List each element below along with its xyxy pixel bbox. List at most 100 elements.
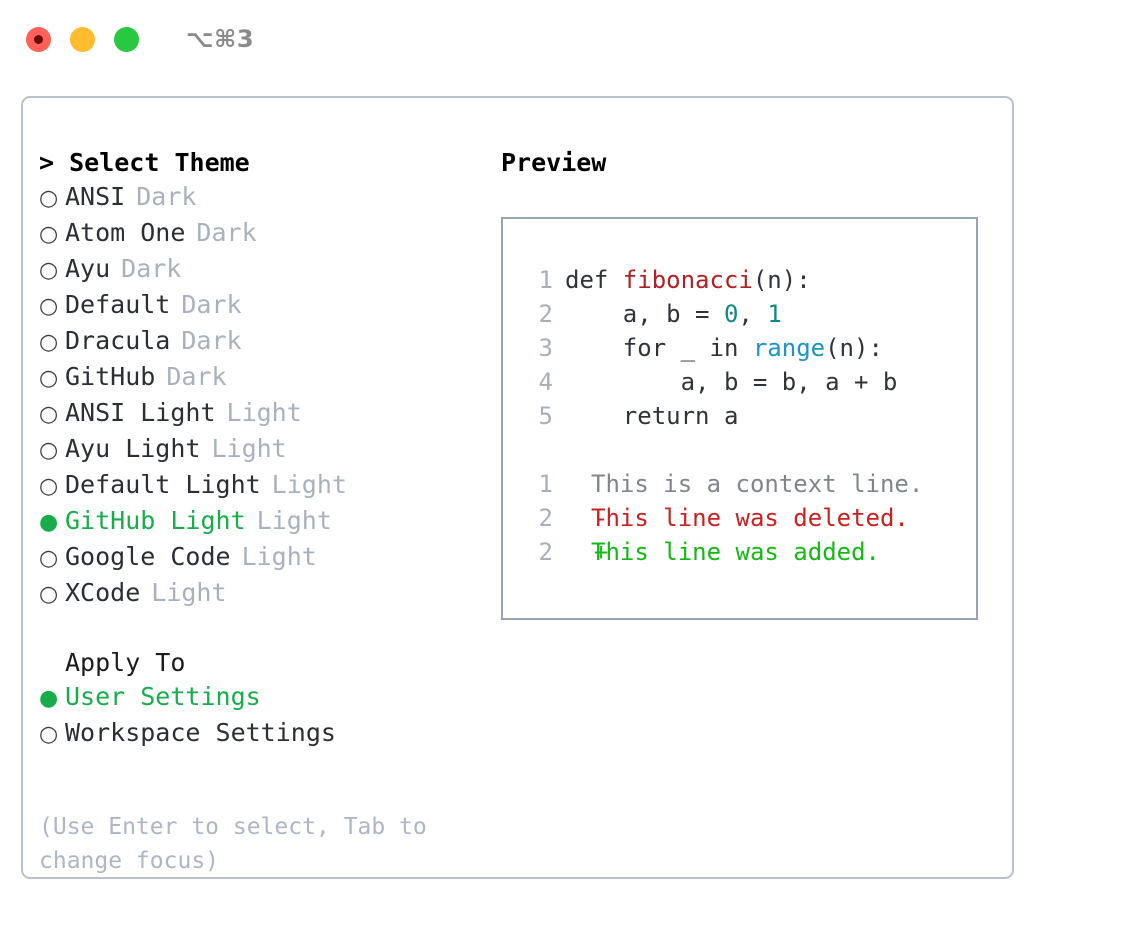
theme-option-label: Default <box>65 290 171 319</box>
apply-to-list[interactable]: ●User Settings○Workspace Settings <box>39 680 479 752</box>
code-token: fibonacci <box>622 266 753 294</box>
theme-option-variant: Light <box>241 542 317 571</box>
theme-option-label: GitHub <box>65 362 156 391</box>
line-number: 5 <box>538 402 553 430</box>
theme-option[interactable]: ○ANSI Dark <box>39 180 479 216</box>
radio-unselected-icon: ○ <box>39 402 59 427</box>
diff-text: This line was deleted. <box>591 504 909 532</box>
radio-unselected-icon: ○ <box>39 294 59 319</box>
theme-option[interactable]: ○Ayu Dark <box>39 252 479 288</box>
theme-option-label: Ayu <box>65 254 111 283</box>
theme-option-variant: Dark <box>121 254 182 283</box>
radio-unselected-icon: ○ <box>39 546 59 571</box>
diff-line: 2 + This line was added. <box>523 535 976 569</box>
line-number: 3 <box>538 334 553 362</box>
theme-option[interactable]: ○GitHub Dark <box>39 360 479 396</box>
window-controls <box>26 26 139 52</box>
theme-option-label: ANSI Light <box>65 398 216 427</box>
line-number: 2 <box>538 538 553 566</box>
close-button[interactable] <box>26 26 51 52</box>
line-number: 2 <box>538 504 553 532</box>
code-token: range <box>752 334 826 362</box>
theme-option-variant: Light <box>151 578 227 607</box>
apply-to-option[interactable]: ●User Settings <box>39 680 479 716</box>
apply-to-option[interactable]: ○Workspace Settings <box>39 716 479 752</box>
theme-option[interactable]: ○Default Light Light <box>39 468 479 504</box>
title-bar: ⌥⌘3 <box>0 0 1140 78</box>
line-number: 1 <box>538 266 553 294</box>
section-spacer <box>39 612 479 646</box>
code-token: for _ in <box>565 334 753 362</box>
select-theme-header: > Select Theme <box>39 148 250 177</box>
apply-to-header: Apply To <box>65 648 186 677</box>
theme-option-variant: Dark <box>196 218 257 247</box>
line-number: 2 <box>538 300 553 328</box>
radio-unselected-icon: ○ <box>39 474 59 499</box>
diff-line: 2 - This line was deleted. <box>523 501 976 535</box>
diff-marker: + <box>565 538 623 566</box>
theme-option-label: Default Light <box>65 470 261 499</box>
code-token: return a <box>565 402 739 430</box>
line-number: 4 <box>538 368 553 396</box>
apply-to-option-label: User Settings <box>65 682 261 711</box>
theme-option-variant: Light <box>211 434 287 463</box>
radio-unselected-icon: ○ <box>39 582 59 607</box>
apply-to-option-label: Workspace Settings <box>65 718 336 747</box>
theme-option-label: GitHub Light <box>65 506 246 535</box>
diff-text: This line was added. <box>591 538 880 566</box>
theme-option-label: Google Code <box>65 542 231 571</box>
keyboard-shortcut-label: ⌥⌘3 <box>186 25 255 53</box>
code-token: (n): <box>752 266 811 294</box>
code-line: 1 def fibonacci(n): <box>523 263 976 297</box>
theme-option-variant: Dark <box>136 182 197 211</box>
code-token: a, b = b, a + b <box>565 368 898 396</box>
theme-option-variant: Dark <box>181 290 242 319</box>
code-line: 2 a, b = 0, 1 <box>523 297 976 331</box>
line-number: 1 <box>538 470 553 498</box>
theme-option[interactable]: ○Default Dark <box>39 288 479 324</box>
minimize-button[interactable] <box>70 26 95 52</box>
theme-option-variant: Dark <box>181 326 242 355</box>
code-token: 0 <box>723 300 739 328</box>
theme-option-label: XCode <box>65 578 141 607</box>
theme-option[interactable]: ○ANSI Light Light <box>39 396 479 432</box>
theme-option-label: Ayu Light <box>65 434 201 463</box>
diff-sample: 1 This is a context line.2 - This line w… <box>523 467 976 569</box>
code-token: a, b = <box>565 300 724 328</box>
code-token: def <box>565 266 623 294</box>
theme-option[interactable]: ○Google Code Light <box>39 540 479 576</box>
theme-option-variant: Dark <box>166 362 227 391</box>
code-token: 1 <box>767 300 782 328</box>
theme-option-label: Dracula <box>65 326 171 355</box>
code-line: 5 return a <box>523 399 976 433</box>
diff-marker: - <box>565 504 623 532</box>
theme-option-variant: Light <box>226 398 302 427</box>
radio-unselected-icon: ○ <box>39 366 59 391</box>
radio-unselected-icon: ○ <box>39 186 59 211</box>
radio-unselected-icon: ○ <box>39 330 59 355</box>
code-line: 3 for _ in range(n): <box>523 331 976 365</box>
radio-unselected-icon: ○ <box>39 722 59 747</box>
theme-option[interactable]: ○Ayu Light Light <box>39 432 479 468</box>
diff-marker <box>565 467 591 501</box>
code-line: 4 a, b = b, a + b <box>523 365 976 399</box>
radio-unselected-icon: ○ <box>39 222 59 247</box>
theme-option[interactable]: ○Dracula Dark <box>39 324 479 360</box>
help-hint-text: (Use Enter to select, Tab to change focu… <box>39 814 427 874</box>
theme-option-label: ANSI <box>65 182 126 211</box>
radio-unselected-icon: ○ <box>39 438 59 463</box>
radio-unselected-icon: ○ <box>39 258 59 283</box>
recording-indicator-icon <box>34 34 43 44</box>
theme-option[interactable]: ○XCode Light <box>39 576 479 612</box>
theme-option-variant: Light <box>271 470 347 499</box>
zoom-button[interactable] <box>114 26 139 52</box>
